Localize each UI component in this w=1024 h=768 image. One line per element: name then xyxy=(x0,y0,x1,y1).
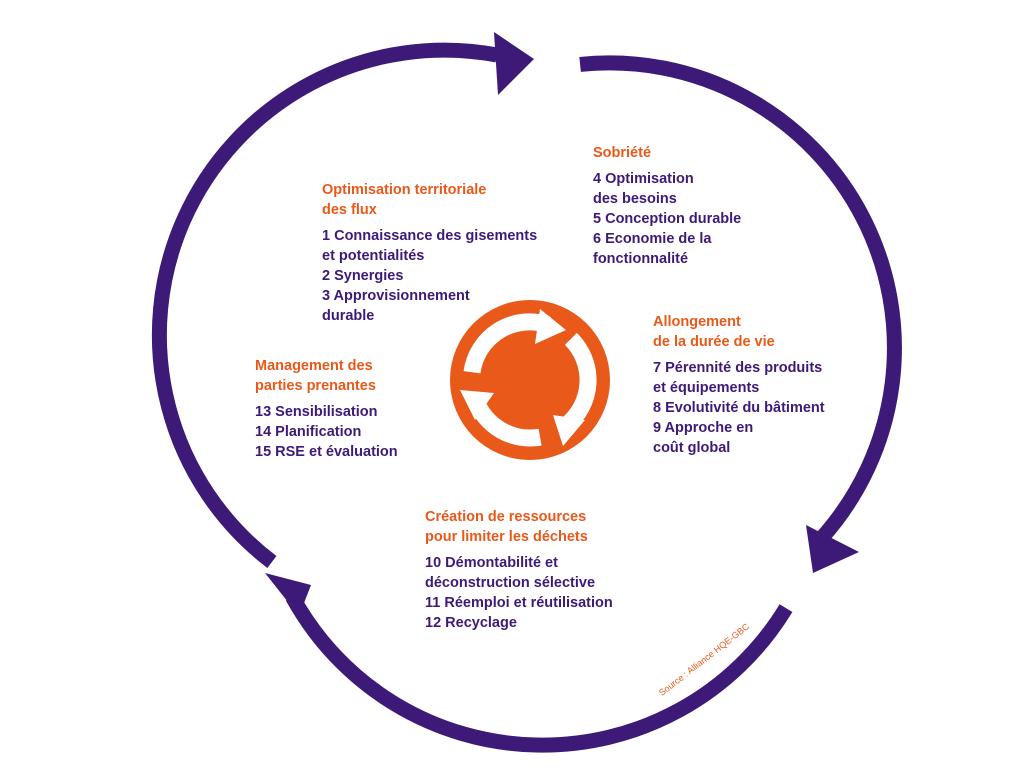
list-item: 4 Optimisation des besoins xyxy=(593,171,694,207)
list-item: 14 Planification xyxy=(255,424,362,440)
list-item: 13 Sensibilisation xyxy=(255,404,378,420)
section-allongement: Allongement de la durée de vie 7 Pérenni… xyxy=(653,312,825,458)
section-heading: Management des parties prenantes xyxy=(255,358,376,394)
ring-arc-right xyxy=(579,55,902,543)
center-arrowhead-top xyxy=(535,309,566,344)
ring-arrowhead-top xyxy=(494,32,534,95)
list-item: 8 Evolutivité du bâtiment xyxy=(653,400,825,416)
section-heading: Sobriété xyxy=(593,145,652,161)
center-arrowhead-left xyxy=(460,390,494,420)
section-heading: Optimisation territoriale des flux xyxy=(322,182,487,218)
list-item: 15 RSE et évaluation xyxy=(255,444,398,460)
ring-arrowhead-left xyxy=(265,573,311,616)
section-sobriete: Sobriété 4 Optimisation des besoins 5 Co… xyxy=(593,143,741,269)
list-item: 12 Recyclage xyxy=(425,615,517,631)
ring-arc-bottom xyxy=(285,593,793,753)
ring-arrowhead-right xyxy=(806,525,859,573)
center-arrow-right xyxy=(560,332,597,433)
list-item: 1 Connaissance des gisements et potentia… xyxy=(322,228,538,264)
circular-flow-arrows-icon xyxy=(151,32,902,753)
ring-arc-top-left xyxy=(151,42,499,568)
list-item: 6 Economie de la fonctionnalité xyxy=(593,231,712,267)
recycling-arrows-icon xyxy=(450,300,610,460)
center-arrowhead-right xyxy=(553,415,585,446)
section-optimisation: Optimisation territoriale des flux 1 Con… xyxy=(322,180,537,326)
list-item: 2 Synergies xyxy=(322,268,404,284)
list-item: 11 Réemploi et réutilisation xyxy=(425,595,613,611)
list-item: 9 Approche en coût global xyxy=(653,420,754,456)
section-heading: Allongement de la durée de vie xyxy=(653,314,775,350)
section-creation: Création de ressources pour limiter les … xyxy=(425,507,613,633)
list-item: 5 Conception durable xyxy=(593,211,742,227)
center-arrow-top xyxy=(463,313,551,374)
list-item: 3 Approvisionnement durable xyxy=(322,288,470,324)
section-heading: Création de ressources pour limiter les … xyxy=(425,509,588,545)
list-item: 7 Pérennité des produits et équipements xyxy=(653,360,823,396)
section-management: Management des parties prenantes 13 Sens… xyxy=(255,356,398,462)
list-item: 10 Démontabilité et déconstruction sélec… xyxy=(425,555,596,591)
